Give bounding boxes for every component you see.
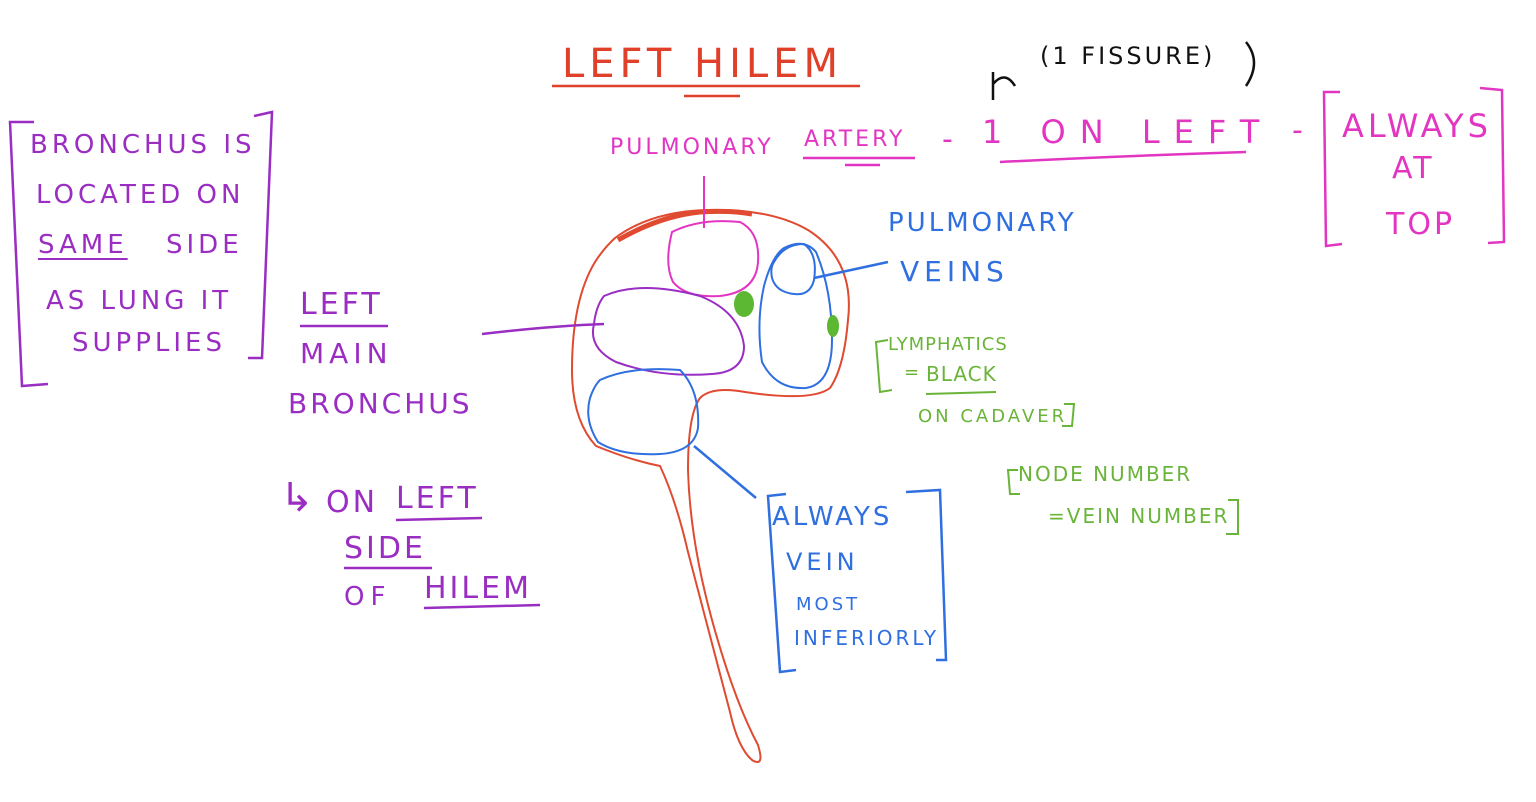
artery-position-3: TOP [1386,207,1456,242]
artery-count: 1 ON LEFT [982,113,1274,151]
side-note-arrow: ↳ [280,475,317,521]
artery-position-1: ALWAYS [1342,107,1492,145]
hilum-outline [570,208,850,764]
side-note-1b: LEFT [396,481,479,516]
artery-dash-2: - [1292,113,1306,148]
hilum-top-shading [616,208,753,243]
bronchus-pointer-line [481,322,605,336]
vein-bracket-right [905,488,948,662]
lymph-bracket-left [874,339,893,394]
lymph-node-1 [734,291,754,317]
bronchus-note-1: BRONCHUS IS [30,130,256,160]
vein-note-2: VEIN [786,548,859,576]
fissure-close-paren [1244,41,1256,87]
vein-note-3: MOST [796,594,861,615]
top-bracket-right [1479,86,1506,245]
bronchus-bracket-right [248,110,274,360]
side-note-2: SIDE [344,531,426,566]
superior-vein-shape [758,242,834,390]
node-note-1: NODE NUMBER [1018,462,1193,486]
black-underline [925,391,997,395]
lymph-note-3: ON CADAVER [918,406,1068,427]
vein-note-4: INFERIORLY [794,626,940,650]
lymph-node-2 [827,315,839,337]
inferior-vein-shape [587,368,700,456]
side-left-underline [395,516,483,522]
side-note-3a: OF [344,582,392,612]
left-main-bronchus-3: BRONCHUS [288,387,473,420]
lymph-note-1: LYMPHATICS [888,334,1008,355]
artery-position-2: AT [1392,151,1435,186]
artery-dash: - [942,122,956,157]
bronchus-shape [592,287,746,376]
side-note-3b: HILEM [424,571,532,606]
fissure-symbol [991,72,1017,100]
side-hilem-underline [423,603,541,610]
artery-label-2: ARTERY [804,127,906,152]
bronchus-note-4: AS LUNG IT [46,286,233,316]
superior-vein-inner [770,242,816,296]
bronchus-note-3a: SAME [38,230,128,260]
vein-pointer-line [813,260,889,280]
bronchus-note-3b: SIDE [166,230,243,260]
page-title: LEFT HILEM [562,41,843,87]
vein-bracket-left [766,492,797,674]
node-note-2: =VEIN NUMBER [1048,504,1230,528]
count-underline [999,150,1247,164]
veins-label-1: PULMONARY [888,208,1077,238]
vein-note-1: ALWAYS [772,502,893,532]
fissure-note: (1 FISSURE) [1040,42,1216,70]
left-main-bronchus-2: MAIN [300,337,393,370]
node-bracket-right [1226,499,1239,535]
bronchus-bracket-left [8,120,49,388]
bronchus-note-5: SUPPLIES [72,328,226,358]
left-main-bronchus-1: LEFT [300,287,383,322]
veins-label-2: VEINS [900,255,1009,288]
lymph-note-2b: BLACK [926,362,997,386]
top-bracket-left [1322,90,1343,248]
node-bracket-left [1006,469,1020,495]
inferior-vein-pointer-line [693,445,757,499]
lymph-note-2a: = [904,362,923,383]
lymph-bracket-right [1062,403,1076,427]
bronchus-note-2: LOCATED ON [36,180,245,210]
side-note-1a: ON [326,485,379,520]
artery-label-1: PULMONARY [610,135,774,160]
pulmonary-artery-shape [667,220,760,298]
